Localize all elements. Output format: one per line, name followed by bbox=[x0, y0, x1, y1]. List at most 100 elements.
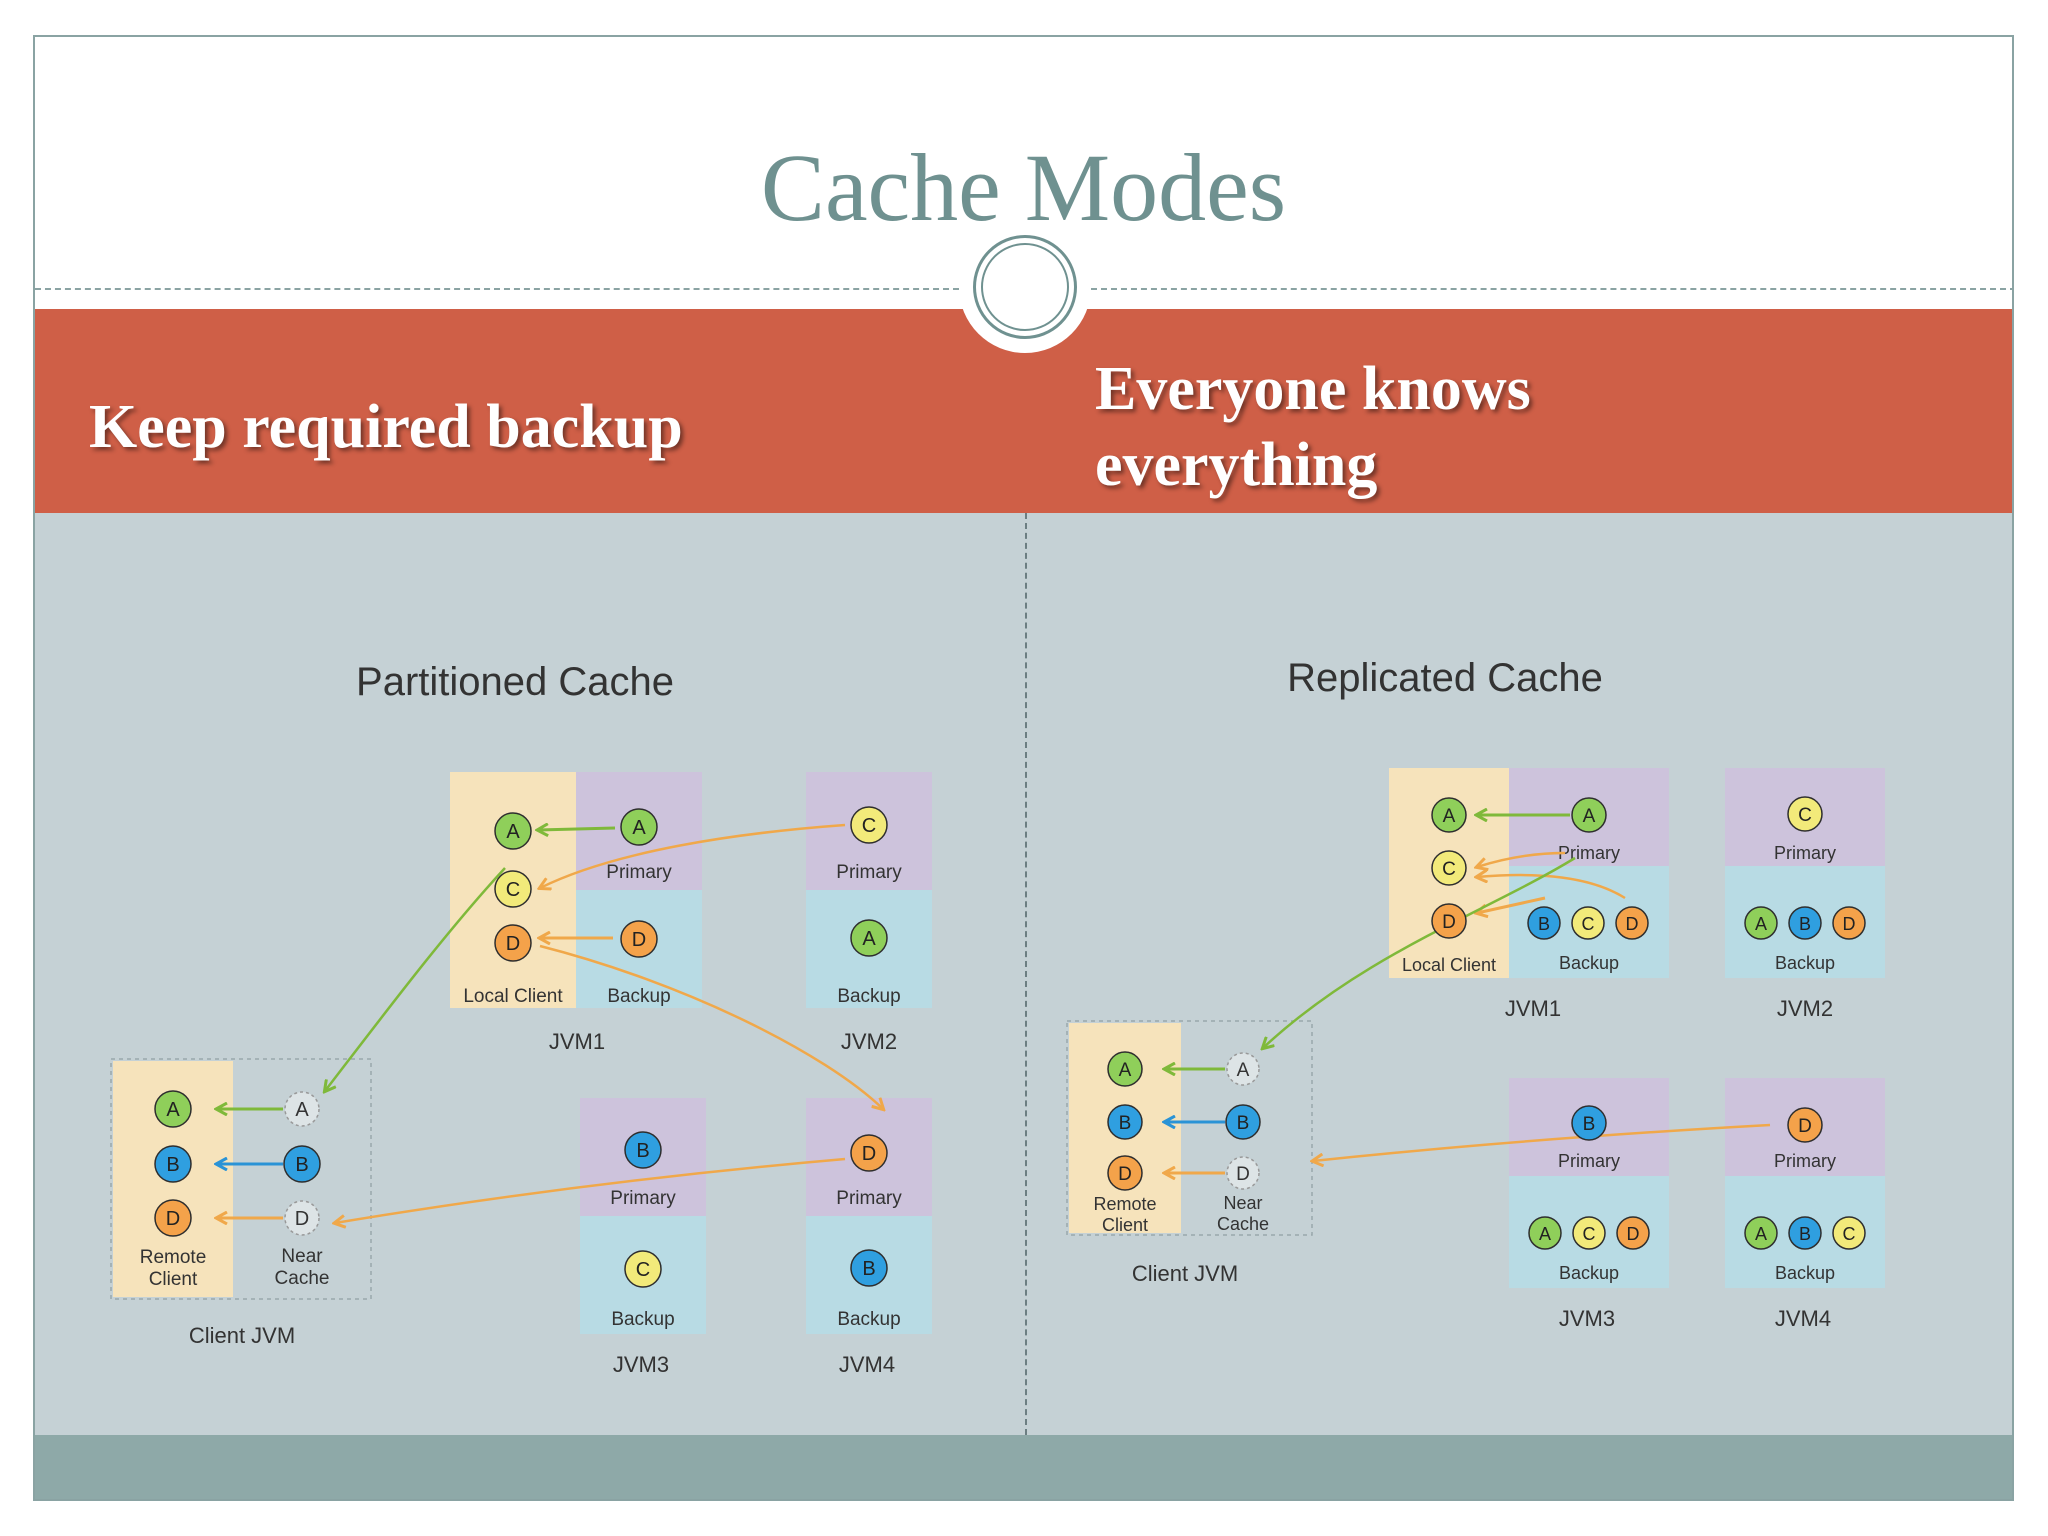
p-jvm1-backup-label: Backup bbox=[607, 986, 670, 1007]
svg-text:A: A bbox=[1755, 914, 1767, 934]
svg-text:B: B bbox=[1799, 914, 1811, 934]
divider-circle-ornament bbox=[959, 221, 1091, 353]
p-node-a-near: A bbox=[284, 1091, 320, 1127]
left-column-header: Keep required backup bbox=[89, 393, 683, 461]
svg-text:D: D bbox=[1843, 914, 1856, 934]
circle-ring-inner bbox=[981, 243, 1069, 331]
svg-text:D: D bbox=[1798, 1116, 1812, 1137]
svg-text:A: A bbox=[1443, 806, 1456, 827]
p-jvm1-local-client-label: Local Client bbox=[463, 986, 563, 1007]
r-arrow-c-backup-to-local bbox=[1477, 875, 1626, 900]
p-node-d-remote: D bbox=[154, 1199, 192, 1237]
r-near-cache-label-1: Near bbox=[1223, 1193, 1262, 1213]
svg-text:A: A bbox=[632, 817, 646, 839]
p-arrow-a-local-to-near bbox=[325, 867, 506, 1091]
p-remote-client-label-1: Remote bbox=[140, 1247, 207, 1268]
circle-ring-outer bbox=[973, 235, 1077, 339]
r-node-b-remote: B bbox=[1107, 1104, 1143, 1140]
svg-text:A: A bbox=[1755, 1224, 1767, 1244]
svg-text:C: C bbox=[1798, 805, 1812, 826]
r-node-d-jvm2-backup: D bbox=[1832, 906, 1866, 940]
p-client-jvm-label: Client JVM bbox=[189, 1323, 295, 1348]
r-jvm2-label: JVM2 bbox=[1777, 996, 1833, 1021]
svg-text:D: D bbox=[1118, 1164, 1132, 1185]
svg-text:C: C bbox=[1442, 859, 1456, 880]
title-divider-left bbox=[35, 288, 959, 290]
partitioned-cache-title: Partitioned Cache bbox=[356, 660, 674, 704]
footer-bar bbox=[35, 1435, 2012, 1499]
p-jvm2-backup-label: Backup bbox=[837, 986, 900, 1007]
r-node-a-local: A bbox=[1431, 797, 1467, 833]
svg-text:D: D bbox=[1236, 1164, 1250, 1185]
slide-frame: Cache Modes Keep required backup Everyon… bbox=[33, 35, 2014, 1501]
svg-text:B: B bbox=[1799, 1224, 1811, 1244]
r-node-c-jvm2-primary: C bbox=[1787, 796, 1823, 832]
p-jvm3-primary-label: Primary bbox=[610, 1188, 676, 1209]
svg-text:A: A bbox=[1119, 1060, 1132, 1081]
r-jvm3-primary-label: Primary bbox=[1558, 1151, 1620, 1171]
p-arrow-c-jvm2-to-local bbox=[540, 823, 846, 888]
svg-text:D: D bbox=[1627, 1224, 1640, 1244]
svg-text:D: D bbox=[506, 933, 520, 955]
column-divider bbox=[1025, 513, 1027, 1435]
right-header-line-2: everything bbox=[1095, 431, 1378, 499]
svg-text:A: A bbox=[166, 1099, 180, 1121]
p-arrow-a-primary-to-local bbox=[538, 828, 616, 830]
r-node-c-jvm3-backup: C bbox=[1572, 1216, 1606, 1250]
r-remote-client-label-2: Client bbox=[1102, 1215, 1148, 1235]
r-node-c-local: C bbox=[1431, 850, 1467, 886]
r-node-b-jvm1-backup: B bbox=[1527, 906, 1561, 940]
p-jvm4-backup-label: Backup bbox=[837, 1309, 900, 1330]
r-node-b-jvm4-backup: B bbox=[1788, 1216, 1822, 1250]
p-node-b-jvm4-backup: B bbox=[850, 1249, 888, 1287]
svg-text:C: C bbox=[1582, 914, 1595, 934]
svg-text:A: A bbox=[1583, 806, 1596, 827]
svg-text:D: D bbox=[166, 1208, 180, 1230]
r-node-a-jvm1-primary: A bbox=[1571, 797, 1607, 833]
svg-text:B: B bbox=[636, 1140, 649, 1162]
svg-text:D: D bbox=[295, 1208, 309, 1230]
r-jvm2-primary-label: Primary bbox=[1774, 843, 1836, 863]
r-arrow-d-jvm4-to-near bbox=[1313, 1123, 1771, 1161]
svg-text:A: A bbox=[295, 1099, 309, 1121]
svg-text:A: A bbox=[506, 821, 520, 843]
p-node-d-jvm1-backup: D bbox=[620, 920, 658, 958]
p-jvm3-label: JVM3 bbox=[613, 1352, 669, 1377]
svg-text:A: A bbox=[862, 928, 876, 950]
svg-text:D: D bbox=[632, 929, 646, 951]
r-jvm1-local-client-label: Local Client bbox=[1402, 955, 1496, 975]
svg-text:B: B bbox=[1538, 914, 1550, 934]
p-node-a-remote: A bbox=[154, 1090, 192, 1128]
svg-text:D: D bbox=[1442, 912, 1456, 933]
r-node-c-jvm4-backup: C bbox=[1832, 1216, 1866, 1250]
r-node-d-remote: D bbox=[1107, 1155, 1143, 1191]
r-near-cache-label-2: Cache bbox=[1217, 1214, 1269, 1234]
right-column-header: Everyone knows everything bbox=[1095, 351, 1531, 503]
r-jvm3-backup-label: Backup bbox=[1559, 1263, 1619, 1283]
r-node-d-jvm1-backup: D bbox=[1615, 906, 1649, 940]
r-node-c-jvm1-backup: C bbox=[1571, 906, 1605, 940]
r-jvm1-primary-label: Primary bbox=[1558, 843, 1620, 863]
p-node-d-jvm4-primary: D bbox=[850, 1134, 888, 1172]
p-arrow-d-local-to-jvm4 bbox=[539, 944, 883, 1109]
title-divider-right bbox=[1091, 288, 2012, 290]
svg-text:A: A bbox=[1539, 1224, 1551, 1244]
r-jvm1-backup-label: Backup bbox=[1559, 953, 1619, 973]
p-node-c-local: C bbox=[494, 870, 532, 908]
p-node-b-jvm3-primary: B bbox=[624, 1131, 662, 1169]
p-jvm1-label: JVM1 bbox=[549, 1029, 605, 1054]
r-arrow-d-backup-to-local bbox=[1477, 896, 1546, 913]
p-jvm3-backup-label: Backup bbox=[611, 1309, 674, 1330]
p-near-cache-label-2: Cache bbox=[275, 1268, 330, 1289]
r-jvm4-label: JVM4 bbox=[1775, 1306, 1831, 1331]
r-node-d-local: D bbox=[1431, 903, 1467, 939]
r-node-b-jvm2-backup: B bbox=[1788, 906, 1822, 940]
p-jvm4-label: JVM4 bbox=[839, 1352, 895, 1377]
r-arrow-c-jvm1-to-local bbox=[1477, 851, 1566, 867]
svg-text:B: B bbox=[1119, 1113, 1132, 1134]
p-node-b-near: B bbox=[283, 1145, 321, 1183]
p-node-c-jvm2-primary: C bbox=[850, 806, 888, 844]
r-node-d-near: D bbox=[1226, 1156, 1260, 1190]
replicated-cache-title: Replicated Cache bbox=[1287, 656, 1603, 700]
p-jvm2-primary-label: Primary bbox=[836, 862, 902, 883]
